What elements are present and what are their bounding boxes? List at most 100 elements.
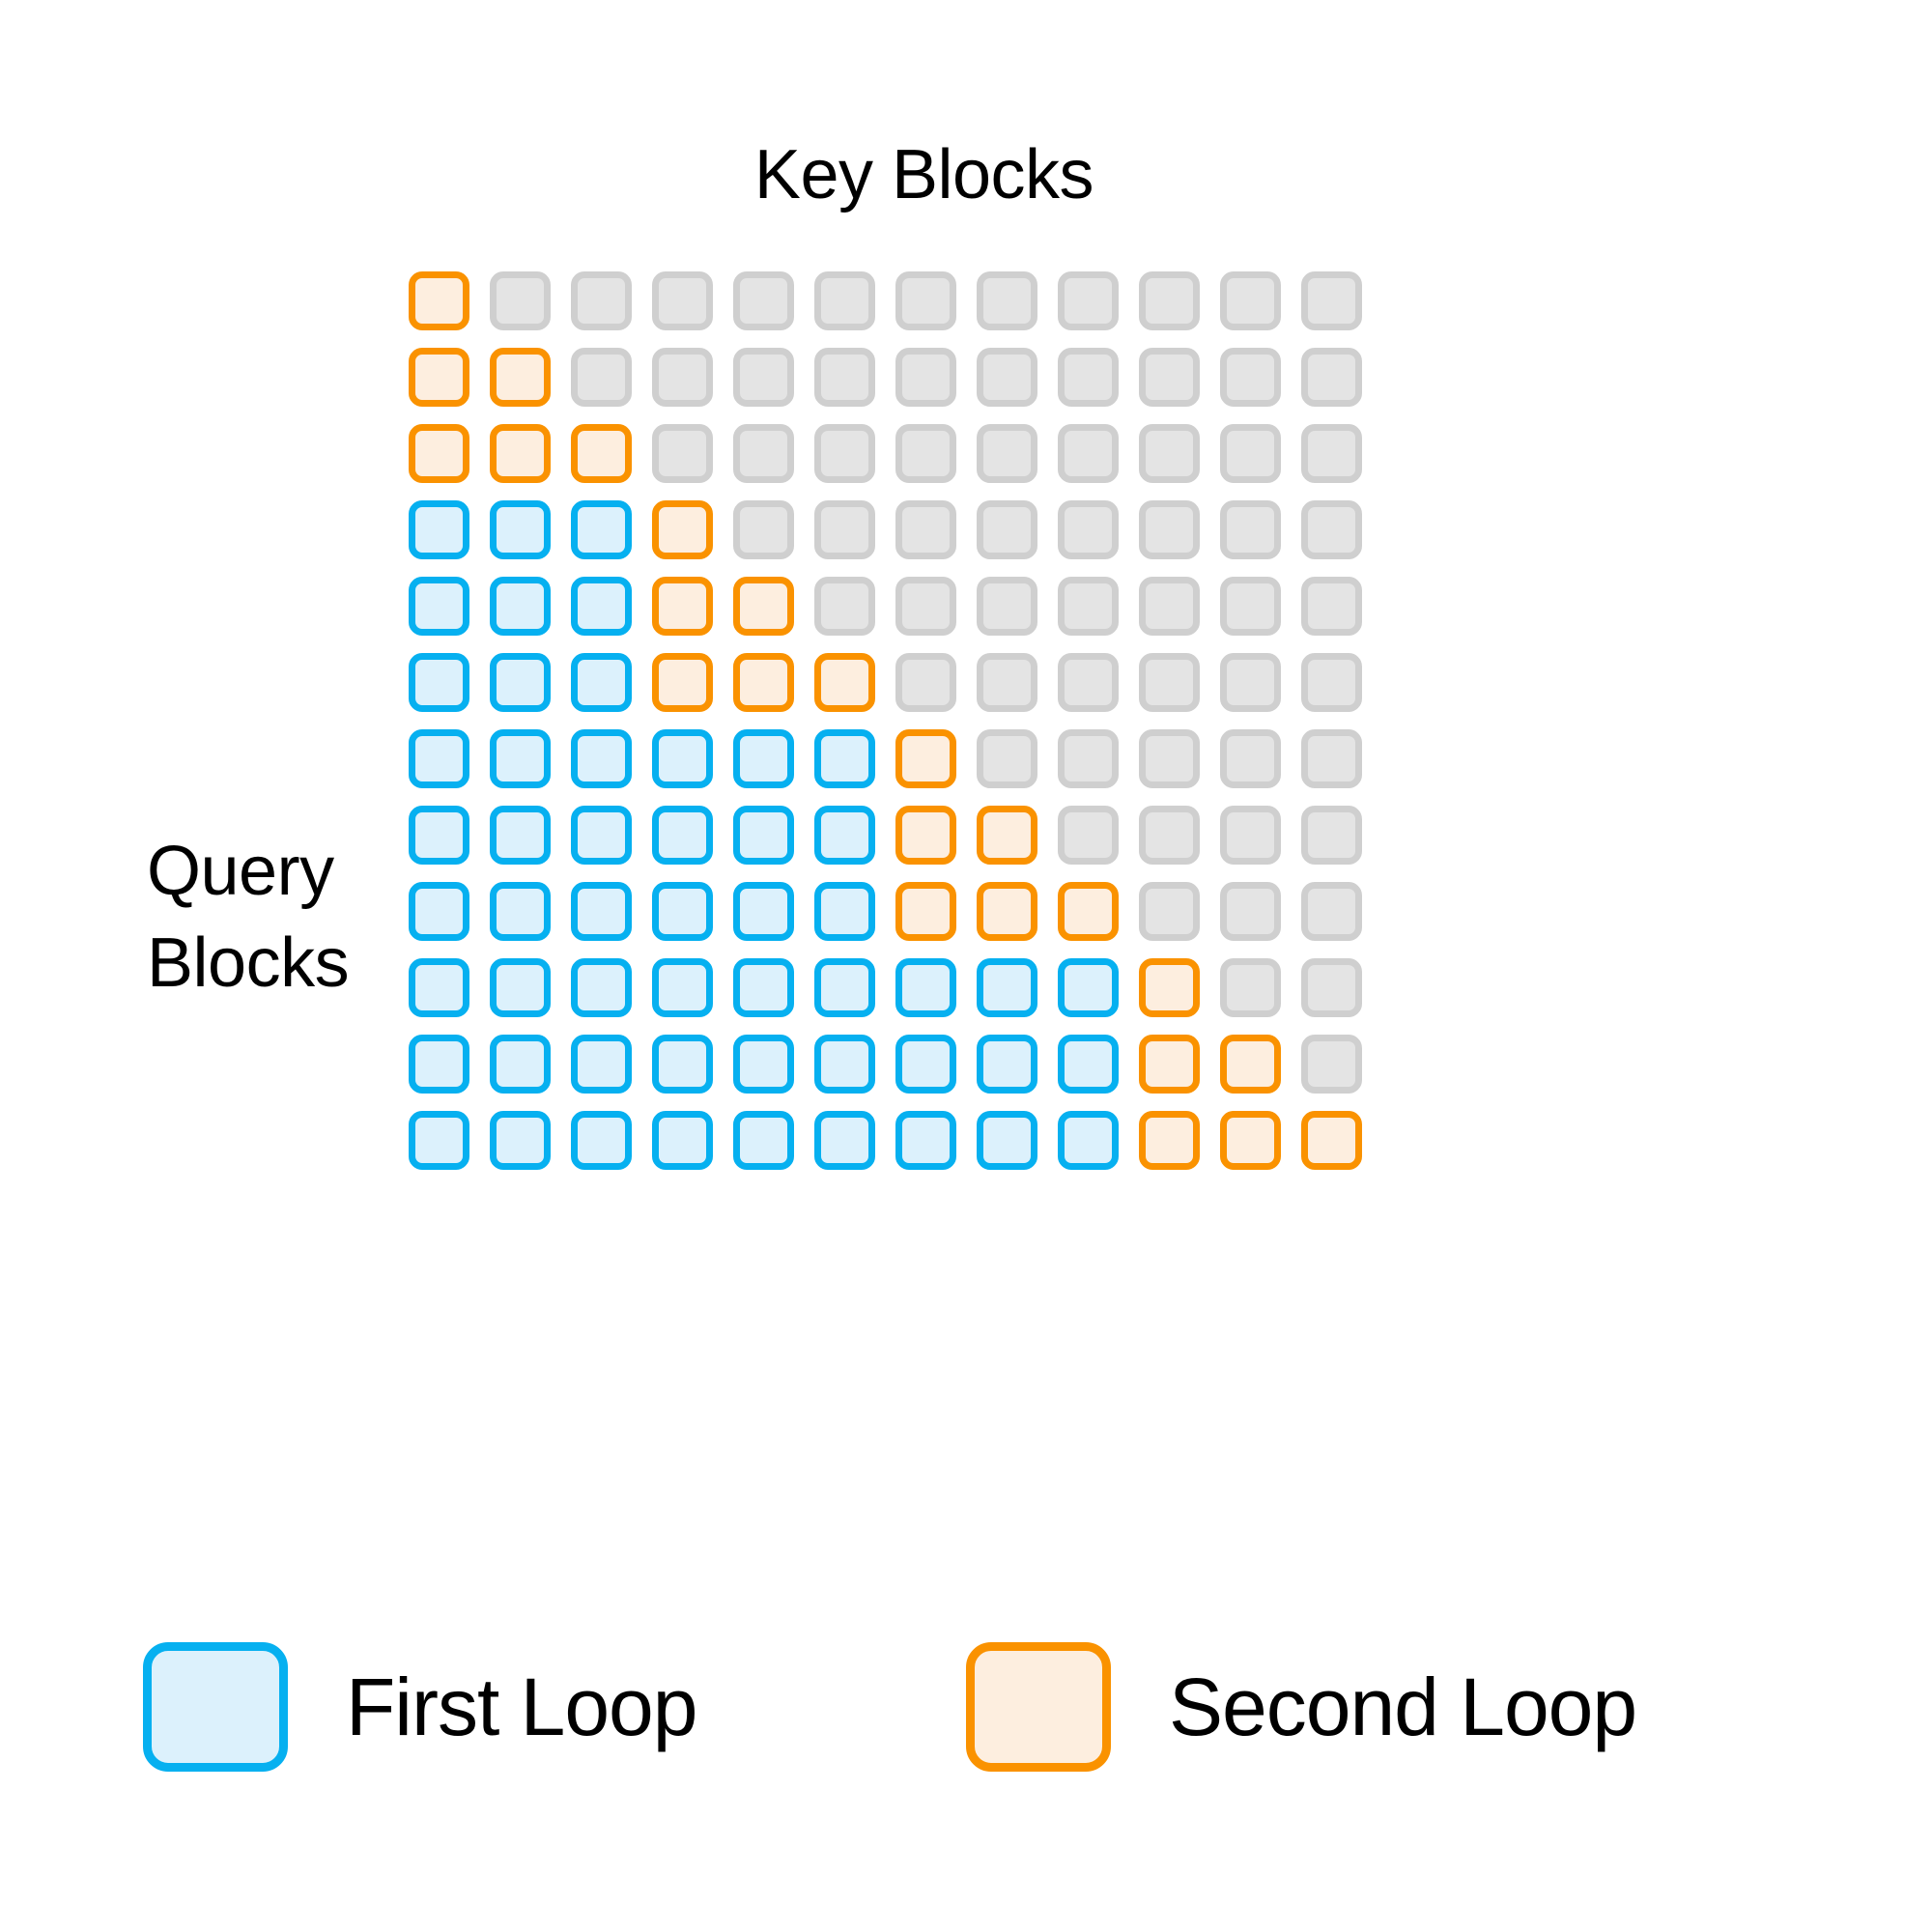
block-cell-wrapper (885, 339, 966, 415)
block-cell-wrapper (966, 1026, 1047, 1102)
block-cell-inactive (976, 271, 1037, 330)
block-cell-wrapper (804, 1026, 885, 1102)
block-cell-inactive (895, 424, 956, 483)
block-cell-first (570, 729, 632, 788)
block-cell-wrapper (1128, 1026, 1209, 1102)
block-cell-inactive (813, 424, 875, 483)
block-cell-wrapper (1047, 644, 1128, 721)
block-cell-inactive (732, 424, 794, 483)
legend-swatch-second-loop-icon (966, 1642, 1111, 1772)
block-cell-first (813, 958, 875, 1017)
block-cell-inactive (813, 271, 875, 330)
block-cell-first (408, 653, 469, 712)
block-cell-wrapper (885, 644, 966, 721)
block-cell-first (651, 729, 713, 788)
block-cell-wrapper (560, 950, 641, 1026)
block-cell-wrapper (560, 873, 641, 950)
block-cell-wrapper (398, 1026, 479, 1102)
block-cell-wrapper (804, 1102, 885, 1179)
block-cell-wrapper (723, 415, 804, 492)
block-cell-wrapper (479, 644, 560, 721)
block-cell-first (813, 729, 875, 788)
block-cell-wrapper (398, 950, 479, 1026)
block-cell-wrapper (1209, 1102, 1291, 1179)
block-cell-second (732, 653, 794, 712)
block-cell-inactive (1219, 424, 1281, 483)
block-cell-wrapper (479, 797, 560, 873)
block-cell-inactive (1138, 271, 1200, 330)
block-cell-wrapper (479, 339, 560, 415)
block-cell-wrapper (723, 644, 804, 721)
block-cell-first (1057, 1035, 1119, 1094)
block-cell-inactive (1138, 348, 1200, 407)
block-cell-inactive (1300, 1035, 1362, 1094)
block-cell-wrapper (1128, 263, 1209, 339)
block-cell-wrapper (398, 797, 479, 873)
block-cell-wrapper (1128, 568, 1209, 644)
block-cell-wrapper (560, 415, 641, 492)
block-cell-inactive (1057, 271, 1119, 330)
block-cell-first (732, 1111, 794, 1170)
block-cell-inactive (1300, 577, 1362, 636)
block-cell-inactive (1219, 882, 1281, 941)
block-cell-inactive (651, 424, 713, 483)
block-cell-wrapper (723, 873, 804, 950)
block-cell-inactive (976, 653, 1037, 712)
legend: First Loop Second Loop (0, 1642, 1932, 1816)
block-cell-inactive (1138, 882, 1200, 941)
block-cell-inactive (651, 348, 713, 407)
block-cell-first (732, 729, 794, 788)
block-cell-first (408, 1111, 469, 1170)
block-cell-inactive (1057, 500, 1119, 559)
block-cell-wrapper (641, 568, 723, 644)
block-cell-wrapper (966, 721, 1047, 797)
block-cell-inactive (570, 348, 632, 407)
block-cell-inactive (895, 653, 956, 712)
block-cell-wrapper (479, 492, 560, 568)
block-cell-inactive (895, 500, 956, 559)
block-cell-wrapper (1128, 339, 1209, 415)
block-cell-wrapper (560, 644, 641, 721)
block-cell-wrapper (885, 1026, 966, 1102)
block-cell-inactive (1300, 653, 1362, 712)
block-cell-inactive (1057, 729, 1119, 788)
block-cell-wrapper (1047, 1026, 1128, 1102)
block-cell-second (976, 882, 1037, 941)
block-cell-wrapper (641, 873, 723, 950)
block-cell-inactive (732, 348, 794, 407)
block-cell-wrapper (1291, 1102, 1372, 1179)
block-cell-wrapper (1209, 339, 1291, 415)
block-cell-wrapper (1128, 1102, 1209, 1179)
block-cell-wrapper (398, 721, 479, 797)
block-cell-wrapper (804, 263, 885, 339)
block-cell-inactive (1300, 729, 1362, 788)
legend-swatch-first-loop-icon (143, 1642, 288, 1772)
block-cell-wrapper (966, 492, 1047, 568)
block-cell-wrapper (479, 415, 560, 492)
block-cell-second (651, 577, 713, 636)
block-cell-inactive (895, 348, 956, 407)
block-cell-wrapper (479, 263, 560, 339)
block-cell-inactive (1138, 806, 1200, 865)
block-cell-wrapper (885, 263, 966, 339)
block-cell-wrapper (804, 950, 885, 1026)
block-cell-first (732, 882, 794, 941)
block-cell-wrapper (885, 873, 966, 950)
block-cell-inactive (1057, 348, 1119, 407)
block-cell-wrapper (1291, 263, 1372, 339)
block-cell-inactive (1219, 958, 1281, 1017)
block-cell-wrapper (479, 1026, 560, 1102)
block-cell-wrapper (966, 415, 1047, 492)
block-cell-first (732, 806, 794, 865)
block-cell-wrapper (560, 492, 641, 568)
block-cell-wrapper (641, 1102, 723, 1179)
block-cell-inactive (976, 729, 1037, 788)
block-cell-wrapper (1047, 415, 1128, 492)
block-cell-second (895, 882, 956, 941)
block-cell-wrapper (885, 492, 966, 568)
block-cell-inactive (1138, 500, 1200, 559)
block-cell-second (408, 348, 469, 407)
block-cell-wrapper (1047, 1102, 1128, 1179)
block-cell-wrapper (641, 339, 723, 415)
block-cell-wrapper (479, 1102, 560, 1179)
